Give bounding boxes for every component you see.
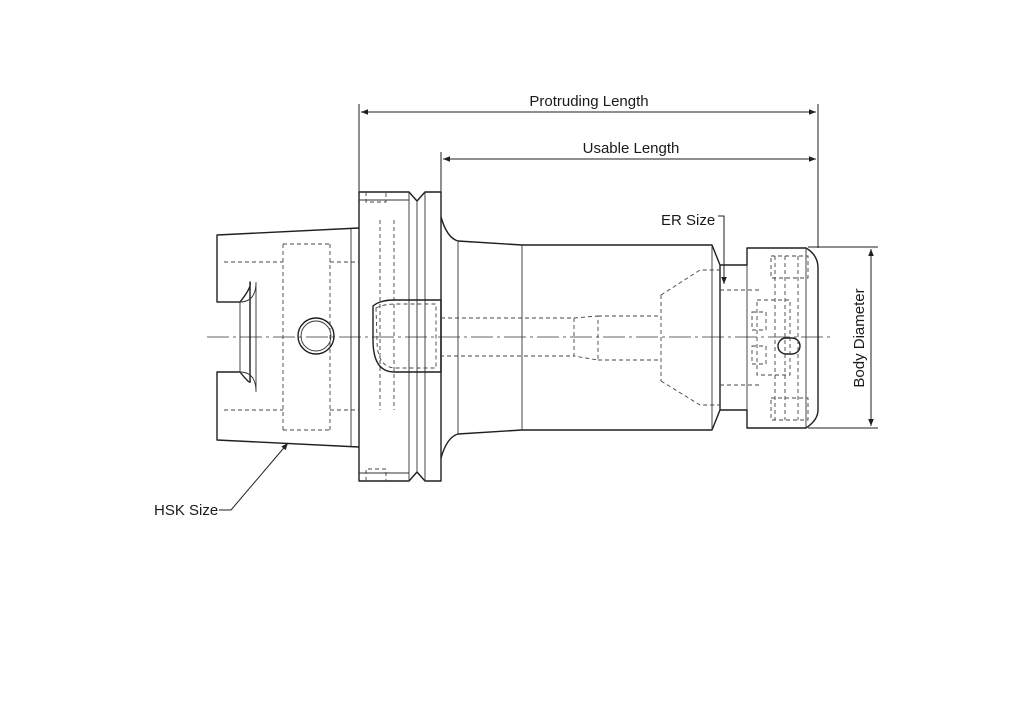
collet-nut bbox=[720, 247, 819, 429]
flange bbox=[358, 191, 442, 482]
protruding-length-label: Protruding Length bbox=[529, 93, 648, 110]
hsk-size-label: HSK Size bbox=[154, 502, 218, 519]
usable-length-dimension: Usable Length bbox=[440, 140, 816, 240]
er-size-label: ER Size bbox=[661, 212, 715, 229]
body bbox=[440, 216, 760, 459]
body-diameter-dimension: Body Diameter bbox=[808, 246, 878, 429]
er-size-leader: ER Size bbox=[661, 212, 727, 284]
hsk-size-leader: HSK Size bbox=[154, 442, 289, 519]
body-diameter-label: Body Diameter bbox=[851, 288, 868, 387]
usable-length-label: Usable Length bbox=[583, 140, 680, 157]
hsk-shank bbox=[216, 227, 360, 448]
protruding-length-dimension: Protruding Length bbox=[358, 93, 819, 248]
